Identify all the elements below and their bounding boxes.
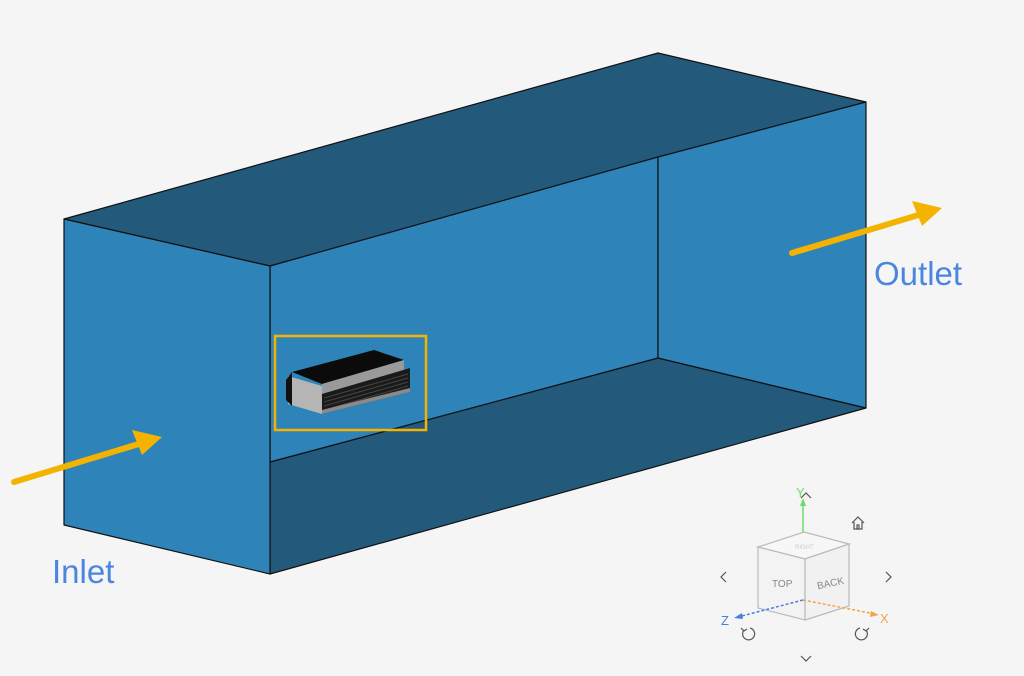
rotate-ccw-icon[interactable] [740,627,756,641]
domain-inlet-face [63,218,271,575]
rotate-cw-icon[interactable] [854,627,870,641]
view-controls [720,492,892,662]
axis-z-label: Z [721,613,729,628]
axis-triad: Y X Z [721,485,889,628]
chevron-right-icon[interactable] [885,571,892,583]
domain-outlet-face [657,101,867,409]
outlet-label: Outlet [874,255,962,292]
wind-tunnel-domain[interactable] [63,52,867,575]
selection-box [273,334,428,432]
outlet-arrow [789,201,942,256]
inlet-arrow [11,430,162,485]
home-icon[interactable] [851,516,865,530]
view-cube[interactable]: TOP BACK RIGHT [755,531,852,621]
cube-label-upper: RIGHT [795,545,814,551]
axis-x-label: X [880,611,889,626]
cube-label-top: TOP [772,579,793,590]
chevron-down-icon[interactable] [800,655,812,662]
inlet-label: Inlet [52,553,114,590]
chevron-up-icon[interactable] [800,492,812,499]
chevron-left-icon[interactable] [720,571,727,583]
heat-sink-model[interactable] [286,350,410,414]
axis-y-label: Y [796,485,805,500]
